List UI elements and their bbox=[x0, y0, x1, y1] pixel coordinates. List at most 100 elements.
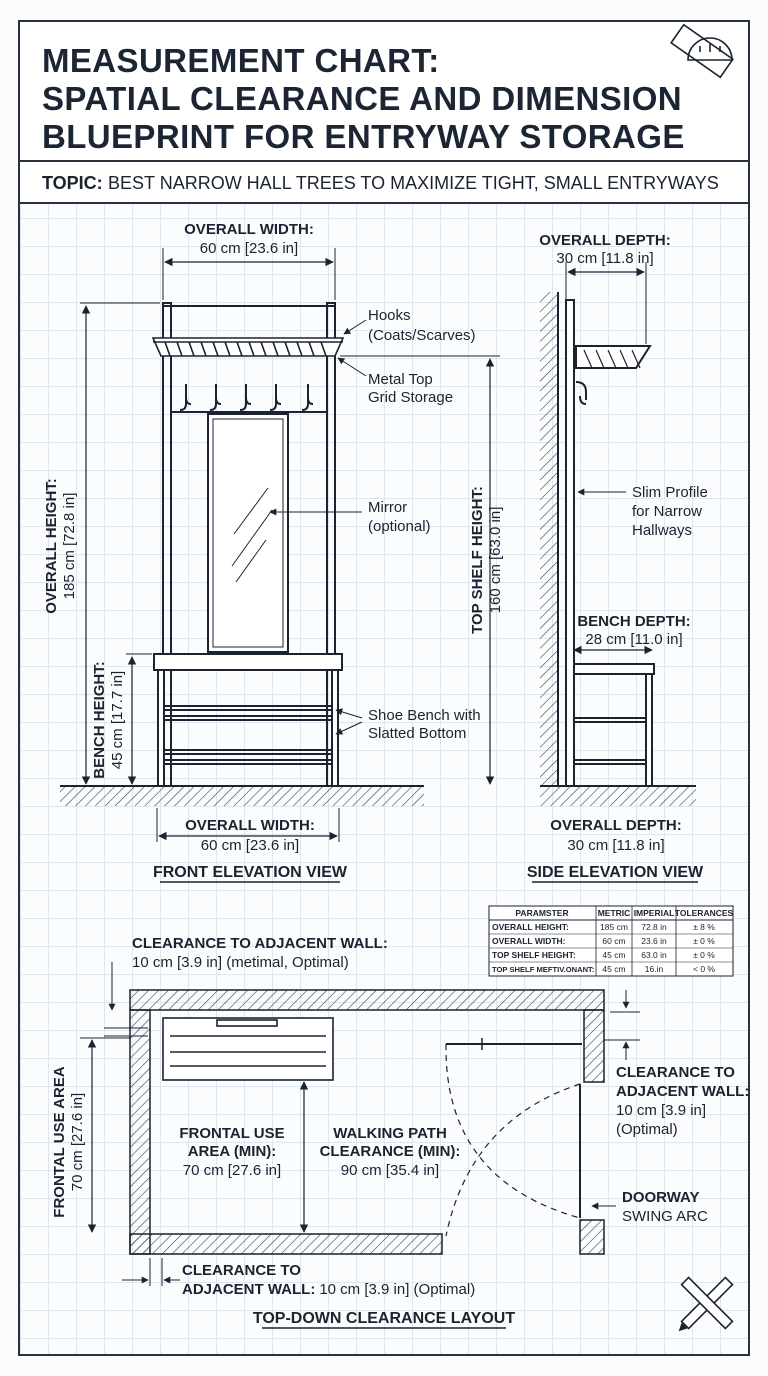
blueprint-sheet: MEASUREMENT CHART: SPATIAL CLEARANCE AND… bbox=[18, 20, 750, 1356]
table-cell: ± 0 % bbox=[693, 936, 715, 946]
door-swing-arc bbox=[445, 1043, 581, 1219]
table-cell: 60 cm bbox=[602, 936, 625, 946]
door-swing-arc-2 bbox=[445, 1083, 581, 1237]
overall-height-label: OVERALL HEIGHT: bbox=[43, 478, 60, 614]
plan-right-wall-upper bbox=[583, 1009, 605, 1083]
shoe-bench bbox=[153, 653, 343, 787]
table-cell: 45 cm bbox=[602, 964, 625, 974]
table-cell: TOP SHELF MEFTIV.ONANT: bbox=[492, 965, 594, 974]
title-block: MEASUREMENT CHART: SPATIAL CLEARANCE AND… bbox=[20, 22, 748, 162]
overall-width-top-label: OVERALL WIDTH: bbox=[184, 221, 314, 238]
table-header-tolerances: TOLERANCES bbox=[675, 908, 734, 918]
slim-profile-line-3: Hallways bbox=[632, 522, 692, 539]
plan-right-wall-lower bbox=[579, 1219, 605, 1255]
clearance-right-line-2: ADJACENT WALL: bbox=[616, 1083, 749, 1100]
table-cell: < 0 % bbox=[693, 964, 715, 974]
walking-path-line-3: 90 cm [35.4 in] bbox=[341, 1162, 439, 1179]
clearance-right-line-1: CLEARANCE TO bbox=[616, 1064, 735, 1081]
slim-profile-line-2: for Narrow bbox=[632, 503, 702, 520]
hooks-callout-leader bbox=[343, 319, 367, 335]
top-down-clearance-layout: CLEARANCE TO ADJACENT WALL: 10 cm [3.9 i… bbox=[51, 935, 749, 1329]
bench-depth-value: 28 cm [11.0 in] bbox=[585, 631, 682, 648]
table-cell: ± 0 % bbox=[693, 950, 715, 960]
mirror-panel bbox=[207, 413, 289, 653]
metal-top-callout-line-2: Grid Storage bbox=[368, 389, 453, 406]
side-elevation-view: OVERALL DEPTH: 30 cm [11.8 in] Slim Prof… bbox=[527, 232, 708, 883]
plan-top-wall bbox=[129, 989, 605, 1011]
frontal-use-center-line-1: FRONTAL USE bbox=[179, 1125, 284, 1142]
topic-label: TOPIC: bbox=[42, 173, 103, 193]
table-cell: OVERALL HEIGHT: bbox=[492, 922, 569, 932]
overall-height-value: 185 cm [72.8 in] bbox=[61, 493, 78, 600]
table-cell: ± 8 % bbox=[693, 922, 715, 932]
mirror-callout-line-2: (optional) bbox=[368, 518, 431, 535]
metal-top-callout-leader bbox=[337, 357, 367, 377]
plan-left-wall bbox=[129, 1009, 151, 1255]
coat-hooks bbox=[179, 384, 314, 411]
frontal-use-center-line-3: 70 cm [27.6 in] bbox=[183, 1162, 281, 1179]
table-cell: OVERALL WIDTH: bbox=[492, 936, 566, 946]
mirror-callout-line-1: Mirror bbox=[368, 499, 407, 516]
shoe-bench-callout-leader-1 bbox=[335, 708, 363, 719]
frontal-use-center-line-2: AREA (MIN): bbox=[188, 1143, 277, 1160]
table-cell: 23.6 in bbox=[641, 936, 667, 946]
table-header-imperial: IMPERIAL bbox=[634, 908, 675, 918]
table-cell: 16.in bbox=[645, 964, 664, 974]
walking-path-line-1: WALKING PATH bbox=[333, 1125, 447, 1142]
front-elevation-view: OVERALL WIDTH: 60 cm [23.6 in] OVERALL H… bbox=[43, 221, 504, 883]
frontal-use-side-value: 70 cm [27.6 in] bbox=[69, 1093, 86, 1191]
table-cell: 45 cm bbox=[602, 950, 625, 960]
clearance-bottom-rest: 10 cm [3.9 in] (Optimal) bbox=[319, 1281, 475, 1298]
clearance-bottom-line-1: CLEARANCE TO bbox=[182, 1262, 301, 1279]
slim-profile-line-1: Slim Profile bbox=[632, 484, 708, 501]
metal-top-grid-shelf bbox=[151, 337, 345, 357]
side-floor-hatch bbox=[540, 786, 696, 806]
overall-width-bottom-label: OVERALL WIDTH: bbox=[185, 817, 315, 834]
plan-hall-tree-footprint bbox=[162, 1017, 334, 1081]
top-shelf-height-label: TOP SHELF HEIGHT: bbox=[469, 486, 486, 634]
overall-width-bottom-value: 60 cm [23.6 in] bbox=[201, 837, 299, 854]
table-cell: 63.0 in bbox=[641, 950, 667, 960]
overall-depth-bottom-label: OVERALL DEPTH: bbox=[550, 817, 681, 834]
parameter-table: PARAMSTER METRIC IMPERIAL TOLERANCES OVE… bbox=[488, 905, 734, 977]
overall-depth-top-label: OVERALL DEPTH: bbox=[539, 232, 670, 249]
table-cell: 185 cm bbox=[600, 922, 628, 932]
title-line-3: BLUEPRINT FOR ENTRYWAY STORAGE bbox=[42, 118, 685, 155]
side-view-title: SIDE ELEVATION VIEW bbox=[527, 864, 704, 881]
top-shelf-height-value: 160 cm [63.0 in] bbox=[487, 507, 504, 614]
shoe-bench-callout-line-2: Slatted Bottom bbox=[368, 725, 466, 742]
side-wall-hatch bbox=[540, 292, 558, 786]
front-view-title: FRONT ELEVATION VIEW bbox=[153, 864, 348, 881]
table-header-parameter: PARAMSTER bbox=[515, 908, 568, 918]
plan-view-title: TOP-DOWN CLEARANCE LAYOUT bbox=[253, 1310, 515, 1327]
plan-bottom-wall bbox=[129, 1233, 443, 1255]
metal-top-callout-line-1: Metal Top bbox=[368, 371, 433, 388]
overall-depth-bottom-value: 30 cm [11.8 in] bbox=[567, 837, 664, 854]
doorway-line-2: SWING ARC bbox=[622, 1208, 708, 1225]
walking-path-line-2: CLEARANCE (MIN): bbox=[320, 1143, 461, 1160]
front-floor-hatch bbox=[60, 786, 424, 806]
bench-height-value: 45 cm [17.7 in] bbox=[109, 671, 126, 769]
doorway-line-1: DOORWAY bbox=[622, 1189, 700, 1206]
hooks-callout-line-2: (Coats/Scarves) bbox=[368, 327, 476, 344]
shoe-bench-callout-line-1: Shoe Bench with bbox=[368, 707, 481, 724]
title-line-2: SPATIAL CLEARANCE AND DIMENSION bbox=[42, 80, 683, 117]
title-line-1: MEASUREMENT CHART: bbox=[42, 42, 440, 79]
table-header-metric: METRIC bbox=[598, 908, 631, 918]
clearance-right-line-4: (Optimal) bbox=[616, 1121, 678, 1138]
ruler-protractor-icon bbox=[670, 23, 734, 79]
side-profile-frame bbox=[565, 299, 655, 787]
topic-bar: TOPIC: BEST NARROW HALL TREES TO MAXIMIZ… bbox=[20, 162, 748, 204]
clearance-right-line-3: 10 cm [3.9 in] bbox=[616, 1102, 706, 1119]
bench-height-label: BENCH HEIGHT: bbox=[91, 661, 108, 779]
clearance-bottom-line-2: ADJACENT WALL:10 cm [3.9 in] (Optimal) bbox=[182, 1281, 475, 1298]
frontal-use-side-label: FRONTAL USE AREA bbox=[51, 1066, 68, 1218]
hooks-callout-line-1: Hooks bbox=[368, 307, 411, 324]
clearance-top-value: 10 cm [3.9 in] (metimal, Optimal) bbox=[132, 954, 349, 971]
topic-text: BEST NARROW HALL TREES TO MAXIMIZE TIGHT… bbox=[108, 173, 719, 193]
table-cell: TOP SHELF HEIGHT: bbox=[492, 950, 576, 960]
clearance-top-label: CLEARANCE TO ADJACENT WALL: bbox=[132, 935, 388, 952]
overall-depth-top-value: 30 cm [11.8 in] bbox=[556, 250, 653, 267]
